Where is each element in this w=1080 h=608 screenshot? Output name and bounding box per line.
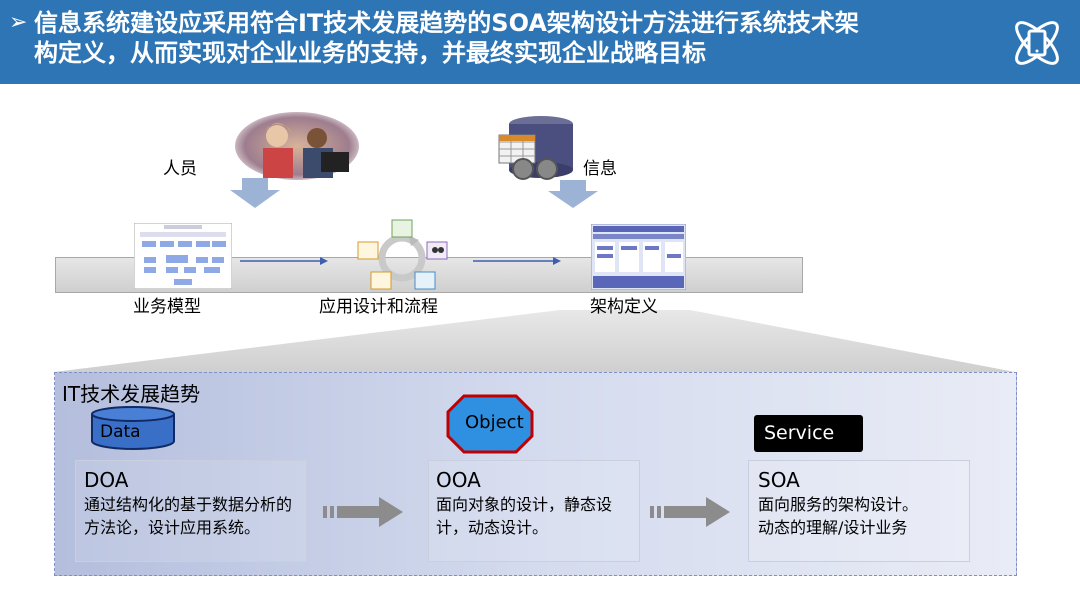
stage-label-app-design: 应用设计和流程 (319, 297, 438, 317)
service-badge: Service (754, 415, 863, 452)
down-arrow-info (548, 180, 598, 208)
data-cylinder-icon (91, 406, 175, 450)
business-model-thumbnail (134, 223, 232, 289)
header-bullet: ➢ (9, 10, 28, 35)
ooa-box (428, 460, 640, 562)
page-title-line2: 构定义，从而实现对企业业务的支持，并最终实现企业战略目标 (34, 39, 706, 67)
header-banner (0, 0, 1080, 84)
it-trend-title: IT技术发展趋势 (62, 382, 201, 406)
page-title: 信息系统建设应采用符合IT技术发展趋势的SOA架构设计方法进行系统技术架 构定义… (34, 8, 984, 68)
database-icon (498, 116, 573, 180)
ooa-description: 面向对象的设计，静态设计，动态设计。 (436, 495, 613, 537)
people-label: 人员 (163, 159, 197, 179)
architecture-definition-thumbnail (591, 224, 686, 290)
doa-description: 通过结构化的基于数据分析的方法论，设计应用系统。 (84, 495, 293, 537)
ooa-title: OOA (436, 468, 481, 492)
data-badge-label: Data (100, 422, 141, 442)
stage-label-architecture: 架构定义 (590, 297, 658, 317)
soa-description-line2: 动态的理解/设计业务 (758, 518, 908, 537)
page-title-line1: 信息系统建设应采用符合IT技术发展趋势的SOA架构设计方法进行系统技术架 (34, 9, 859, 37)
transition-arrow-ooa-soa (650, 497, 730, 527)
soa-title: SOA (758, 468, 800, 492)
info-label: 信息 (583, 159, 617, 179)
doa-title: DOA (84, 468, 129, 492)
transition-arrow-doa-ooa (323, 497, 403, 527)
pipeline-arrow-2 (473, 257, 561, 265)
it-trend-panel (54, 372, 1017, 576)
pipeline-arrow-1 (240, 257, 328, 265)
down-arrow-people (230, 178, 280, 208)
object-badge-label: Object (465, 412, 524, 433)
soa-description: 面向服务的架构设计。 动态的理解/设计业务 (758, 493, 964, 539)
stage-label-business-model: 业务模型 (133, 297, 201, 317)
soa-description-line1: 面向服务的架构设计。 (758, 495, 919, 514)
doa-box (75, 460, 307, 562)
people-photo (235, 112, 359, 180)
soa-box (748, 460, 970, 562)
atom-phone-icon (1015, 21, 1059, 65)
app-design-cycle-icon (357, 219, 448, 290)
object-octagon-icon (446, 394, 534, 454)
